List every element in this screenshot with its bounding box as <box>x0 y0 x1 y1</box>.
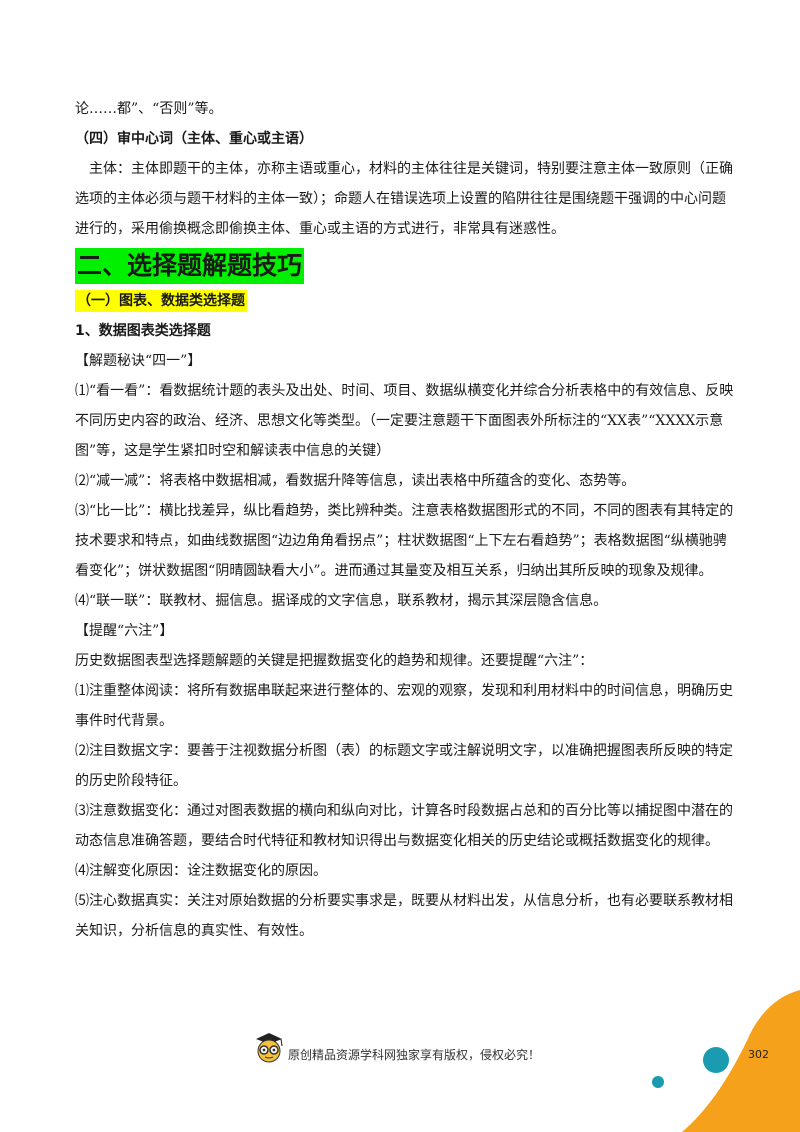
subsection-heading-chart-questions: （一）图表、数据类选择题 <box>75 290 247 312</box>
paragraph-subject: 主体：主体即题干的主体，亦称主语或重心，材料的主体往往是关键词，特别要注意主体一… <box>75 161 733 237</box>
note-overall-reading: ⑴注重整体阅读：将所有数据串联起来进行整体的、宏观的观察，发现和利用材料中的时间… <box>75 683 733 729</box>
note-data-truth: ⑸注心数据真实：关注对原始数据的分析要实事求是，既要从材料出发，从信息分析，也有… <box>75 893 733 939</box>
body-text: 论……都”、“否则”等。 （四）审中心词（主体、重心或主语） 主体：主体即题干的… <box>75 94 735 946</box>
section-heading-choice-skills: 二、选择题解题技巧 <box>75 248 305 284</box>
tip-subtract: ⑵“减一减”：将表格中数据相减，看数据升降等信息，读出表格中所蕴含的变化、态势等… <box>75 473 636 489</box>
tips-title: 【解题秘诀“四一”】 <box>75 353 202 369</box>
remind-title: 【提醒“六注”】 <box>75 623 174 639</box>
remind-intro: 历史数据图表型选择题解题的关键是把握数据变化的趋势和规律。还要提醒“六注”： <box>75 653 594 669</box>
page-number: 302 <box>748 1048 769 1061</box>
note-data-text: ⑵注目数据文字：要善于注视数据分析图（表）的标题文字或注解说明文字，以准确把握图… <box>75 743 733 789</box>
heading-subject: （四）审中心词（主体、重心或主语） <box>75 131 313 147</box>
corner-decoration <box>652 990 800 1132</box>
heading-data-chart-questions: 1、数据图表类选择题 <box>75 323 211 339</box>
paragraph-continuation: 论……都”、“否则”等。 <box>75 101 223 117</box>
tip-compare: ⑶“比一比”：横比找差异，纵比看趋势，类比辨种类。注意表格数据图形式的不同，不同… <box>75 503 734 579</box>
tip-look: ⑴“看一看”：看数据统计题的表头及出处、时间、项目、数据纵横变化并综合分析表格中… <box>75 383 734 459</box>
note-change-reason: ⑷注解变化原因：诠注数据变化的原因。 <box>75 863 327 879</box>
mascot-logo <box>256 1033 283 1063</box>
footer-copyright: 原创精品资源学科网独家享有版权，侵权必究！ <box>288 1048 541 1062</box>
note-data-change: ⑶注意数据变化：通过对图表数据的横向和纵向对比，计算各时段数据占总和的百分比等以… <box>75 803 733 849</box>
tip-connect: ⑷“联一联”：联教材、掘信息。据译成的文字信息，联系教材，揭示其深层隐含信息。 <box>75 593 608 609</box>
